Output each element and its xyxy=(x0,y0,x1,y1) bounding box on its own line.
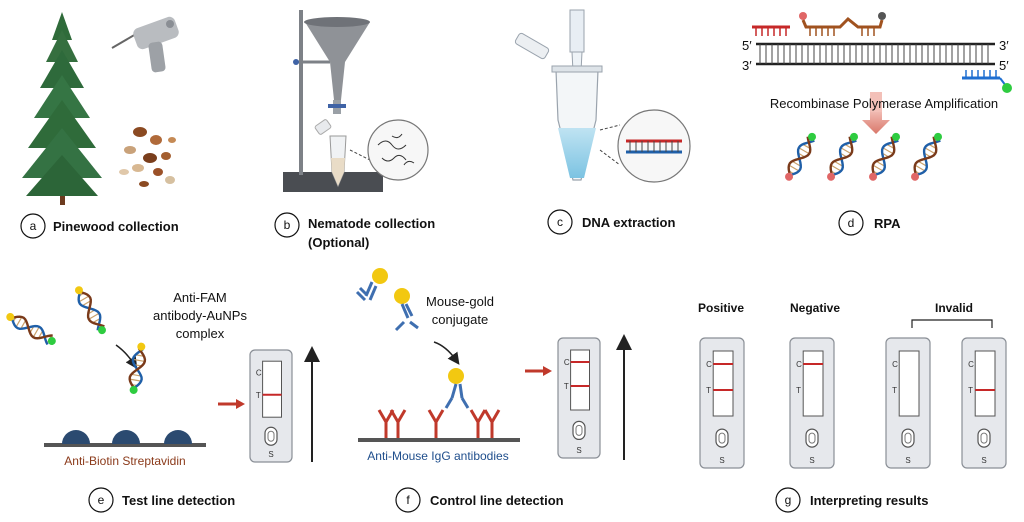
control-surface-label: Anti-Mouse IgG antibodies xyxy=(367,449,508,463)
svg-text:T: T xyxy=(968,386,973,395)
negative-label: Negative xyxy=(790,301,840,315)
eppendorf-tube-icon xyxy=(514,32,603,181)
three-prime-right: 3′ xyxy=(999,38,1009,53)
anti-mouse-igg-icons xyxy=(377,409,501,438)
svg-text:C: C xyxy=(796,360,802,369)
amplicon-helix-icon xyxy=(6,286,106,346)
panel-c-dna-extraction: c DNA extraction xyxy=(514,9,691,235)
step-d-circle xyxy=(838,210,864,236)
bound-conjugate-icon xyxy=(444,368,470,409)
step-f-letter: f xyxy=(406,493,410,507)
wood-chips-icon xyxy=(119,127,176,187)
step-e-letter: e xyxy=(98,493,105,507)
lfd-strip-invalid-2: C T S xyxy=(961,337,1007,469)
three-prime-left: 3′ xyxy=(742,58,752,73)
step-g-circle xyxy=(775,487,801,513)
svg-text:S: S xyxy=(719,456,724,465)
svg-text:S: S xyxy=(576,446,581,455)
svg-text:C: C xyxy=(256,368,262,377)
forward-primer-icon xyxy=(752,25,790,36)
step-b-circle xyxy=(274,212,300,238)
step-a-letter: a xyxy=(30,219,37,233)
svg-text:C: C xyxy=(968,360,974,369)
step-a-title: Pinewood collection xyxy=(53,219,179,234)
dna-zoom-icon xyxy=(599,109,691,183)
panel-e-test-line: Anti-FAM antibody-AuNPs complex Anti-Bio… xyxy=(6,286,320,513)
amplification-arrow-icon xyxy=(862,110,890,134)
five-prime-left: 5′ xyxy=(742,38,752,53)
step-g-title: Interpreting results xyxy=(810,493,928,508)
panel-b-nematode: b Nematode collection (Optional) xyxy=(274,10,435,250)
step-c-letter: c xyxy=(557,215,563,229)
step-c-title: DNA extraction xyxy=(582,215,675,230)
svg-text:C: C xyxy=(564,358,570,367)
funnel-stand-icon xyxy=(283,10,383,192)
step-b-letter: b xyxy=(284,218,291,232)
binding-arrow-f xyxy=(433,341,460,365)
step-e-title: Test line detection xyxy=(122,493,235,508)
rpa-label: Recombinase Polymerase Amplification xyxy=(770,96,998,111)
panel-d-rpa: 5′ 3′ 3′ 5′ Recombinase Polymerase Ampli… xyxy=(742,12,1012,236)
step-b-title: Nematode collection xyxy=(308,216,435,231)
nematode-magnifier-icon xyxy=(349,119,429,181)
svg-text:T: T xyxy=(256,391,261,400)
lfd-strip-negative: C T S xyxy=(789,337,835,469)
reverse-primer-icon xyxy=(962,70,1012,93)
step-c-circle xyxy=(547,209,573,235)
step-e-circle xyxy=(88,487,114,513)
step-a-circle xyxy=(20,213,46,239)
positive-label: Positive xyxy=(698,301,744,315)
invalid-bracket xyxy=(911,319,993,328)
invalid-label: Invalid xyxy=(935,301,973,315)
step-g-letter: g xyxy=(785,493,792,507)
lfd-strip-control: C T S xyxy=(557,337,601,459)
panel-g-results: Positive Negative Invalid C T S C T S C T S C T… xyxy=(698,301,1007,513)
svg-text:S: S xyxy=(809,456,814,465)
conjugate-label-2: conjugate xyxy=(432,312,488,327)
five-prime-right: 5′ xyxy=(999,58,1009,73)
conjugate-label-1: Mouse-gold xyxy=(426,294,494,309)
step-d-title: RPA xyxy=(874,216,901,231)
svg-text:T: T xyxy=(892,386,897,395)
binding-arrow-icon xyxy=(115,344,138,369)
step-b-subtitle: (Optional) xyxy=(308,235,369,250)
panel-f-control-line: Mouse-gold conjugate Anti-Mouse IgG anti… xyxy=(355,268,632,513)
step-f-title: Control line detection xyxy=(430,493,564,508)
svg-text:T: T xyxy=(706,386,711,395)
svg-text:C: C xyxy=(892,360,898,369)
svg-text:S: S xyxy=(905,456,910,465)
lfd-strip-invalid-1: C T S xyxy=(885,337,931,469)
amplicons-group xyxy=(785,132,942,181)
svg-text:T: T xyxy=(796,386,801,395)
template-dna-icon xyxy=(756,42,995,66)
panel-a-pinewood: a Pinewood collection xyxy=(20,12,179,239)
test-surface-label: Anti-Biotin Streptavidin xyxy=(64,454,185,468)
complex-label-1: Anti-FAM xyxy=(173,290,226,305)
pine-tree-icon xyxy=(22,12,102,205)
lfd-strip-positive: C T S xyxy=(699,337,745,469)
lfd-strip-test: C T S xyxy=(249,349,293,463)
svg-text:C: C xyxy=(706,360,712,369)
step-f-circle xyxy=(395,487,421,513)
collection-tube-icon xyxy=(314,119,347,188)
svg-text:T: T xyxy=(564,382,569,391)
step-d-letter: d xyxy=(848,216,855,230)
complex-label-3: complex xyxy=(176,326,225,341)
drill-icon xyxy=(111,16,179,73)
complex-label-2: antibody-AuNPs xyxy=(153,308,247,323)
mouse-gold-conjugate-icons xyxy=(355,268,419,332)
svg-text:S: S xyxy=(268,450,273,459)
streptavidin-icons xyxy=(62,430,192,444)
svg-text:S: S xyxy=(981,456,986,465)
probe-icon xyxy=(799,12,886,36)
